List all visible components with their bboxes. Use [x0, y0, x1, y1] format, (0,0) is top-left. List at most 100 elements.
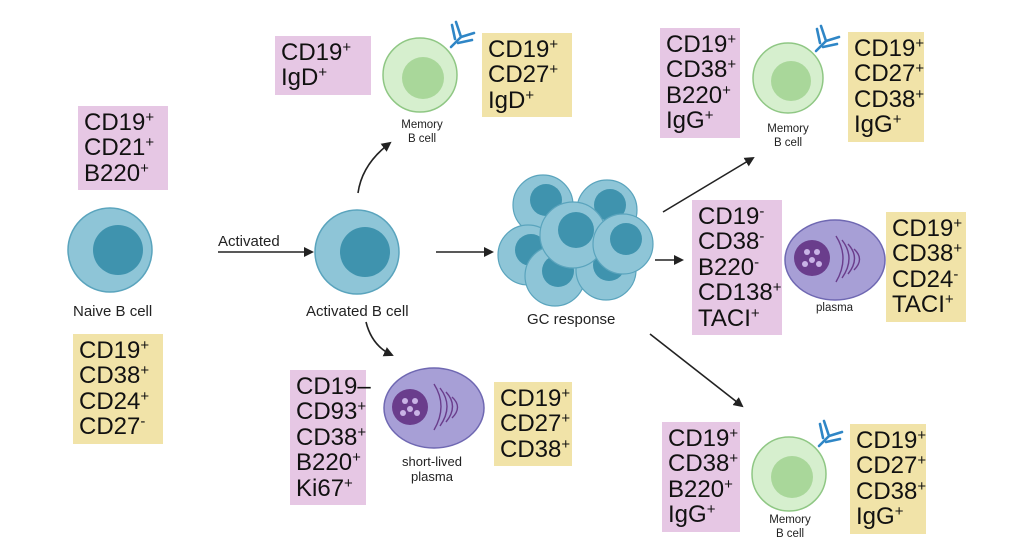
marker-name: CD27 — [500, 410, 562, 438]
marker-entry: B220- — [698, 255, 776, 280]
memory-b-cell-gc-top — [752, 24, 841, 114]
marker-entry: CD19+ — [856, 427, 926, 454]
marker-sign: + — [917, 477, 927, 495]
marker-sign: + — [729, 450, 739, 468]
marker-name: CD19– — [296, 373, 371, 400]
markers-naive-top: CD19+CD21+B220+ — [78, 106, 168, 191]
marker-entry: IgD+ — [281, 65, 365, 90]
marker-entry: CD19+ — [892, 216, 962, 241]
marker-name: CD38 — [666, 56, 728, 84]
activated-b-cell — [314, 209, 400, 295]
marker-sign: + — [915, 85, 925, 103]
marker-entry: CD19+ — [79, 338, 157, 363]
marker-name: CD138 — [698, 279, 773, 307]
marker-name: CD19 — [856, 427, 918, 454]
marker-name: B220 — [666, 81, 723, 109]
marker-sign: + — [549, 35, 559, 53]
marker-sign: + — [140, 362, 150, 380]
marker-name: CD38 — [296, 423, 358, 451]
marker-name: IgG — [854, 111, 893, 139]
markers-gc-memory-bottom-right: CD19+CD27+CD38+IgG+ — [850, 424, 926, 534]
marker-name: Ki67 — [296, 474, 345, 502]
markers-short-lived-left: CD19–CD93+CD38+B220+Ki67+ — [290, 370, 371, 506]
marker-name: IgD — [488, 86, 526, 114]
marker-sign: + — [561, 435, 571, 453]
marker-name: B220 — [668, 475, 725, 503]
marker-name: IgD — [281, 64, 319, 92]
marker-name: CD27 — [488, 61, 550, 89]
marker-name: TACI — [892, 291, 945, 319]
marker-sign: + — [917, 452, 927, 470]
marker-sign: + — [525, 86, 535, 104]
antibody-icon — [817, 419, 844, 448]
markers-memory-top-right: CD19+CD27+IgD+ — [482, 33, 572, 118]
marker-name: CD27 — [854, 60, 916, 88]
marker-sign: + — [722, 81, 731, 99]
marker-entry: CD24+ — [79, 389, 157, 414]
markers-plasma-right: CD19+CD38+CD24-TACI+ — [886, 212, 966, 322]
marker-name: CD19 — [488, 36, 550, 63]
marker-entry: CD38+ — [666, 56, 737, 84]
markers-plasma-left: CD19-CD38-B220-CD138+TACI + — [692, 200, 782, 336]
marker-sign: + — [140, 336, 150, 354]
marker-entry: CD38+ — [856, 479, 926, 504]
marker-entry: CD38+ — [296, 423, 366, 451]
marker-entry: CD27+ — [500, 410, 570, 438]
marker-name: CD19 — [668, 425, 730, 452]
marker-sign: - — [759, 228, 765, 246]
marker-sign: + — [917, 426, 927, 444]
markers-short-lived-right: CD19+CD27+CD38+ — [494, 382, 572, 467]
marker-entry: CD19+ — [666, 31, 736, 58]
marker-sign: + — [561, 384, 571, 402]
marker-entry: CD19– — [296, 374, 371, 399]
marker-name: B220 — [296, 449, 353, 477]
marker-sign: + — [145, 134, 155, 152]
gc-response-label: GC response — [527, 311, 616, 328]
marker-sign: - — [953, 265, 959, 283]
marker-sign: - — [140, 413, 146, 431]
memory-b-cell-top — [382, 20, 476, 113]
marker-name: B220 — [698, 253, 755, 281]
arrow-gc-to-memory-top — [662, 156, 755, 213]
marker-name: CD19 — [698, 203, 760, 230]
marker-sign: + — [772, 279, 782, 297]
marker-name: CD38 — [892, 240, 954, 268]
marker-name: TACI — [698, 304, 751, 332]
marker-entry: CD38+ — [854, 85, 924, 113]
marker-entry: CD19+ — [84, 110, 162, 135]
marker-entry: CD38+ — [668, 451, 738, 476]
marker-name: CD38 — [698, 228, 760, 256]
marker-sign: + — [357, 423, 367, 441]
marker-entry: IgD+ — [488, 88, 566, 113]
marker-name: IgG — [668, 501, 707, 529]
marker-entry: CD21+ — [84, 135, 162, 160]
marker-entry: TACI+ — [892, 292, 960, 317]
arrow-gc-to-memory-bottom — [649, 333, 744, 408]
marker-entry: B220+ — [666, 83, 734, 108]
marker-entry: Ki67+ — [296, 476, 360, 501]
plasma-label: plasma — [816, 302, 854, 314]
marker-entry: IgG+ — [666, 108, 734, 133]
marker-sign: + — [342, 38, 352, 56]
marker-sign: + — [915, 34, 925, 52]
marker-sign: + — [549, 61, 559, 79]
marker-name: CD21 — [84, 134, 146, 162]
marker-name: CD38 — [854, 85, 916, 113]
marker-entry: B220+ — [296, 449, 361, 477]
activated-b-cell-label: Activated B cell — [306, 303, 409, 320]
marker-entry: IgG+ — [854, 112, 918, 137]
marker-sign: + — [357, 398, 367, 416]
marker-entry: CD38- — [698, 229, 776, 254]
marker-entry: IgG+ — [856, 504, 920, 529]
arrow-activated-to-short-lived — [365, 321, 394, 357]
marker-name: CD93 — [296, 398, 358, 426]
marker-name: CD38 — [500, 435, 562, 463]
marker-name: CD19 — [666, 31, 728, 58]
marker-name: CD19 — [79, 337, 141, 364]
marker-name: CD24 — [79, 387, 141, 415]
marker-entry: CD138+ — [698, 279, 781, 307]
marker-entry: CD19+ — [281, 40, 365, 65]
marker-sign: + — [727, 56, 737, 74]
marker-name: IgG — [856, 503, 895, 531]
